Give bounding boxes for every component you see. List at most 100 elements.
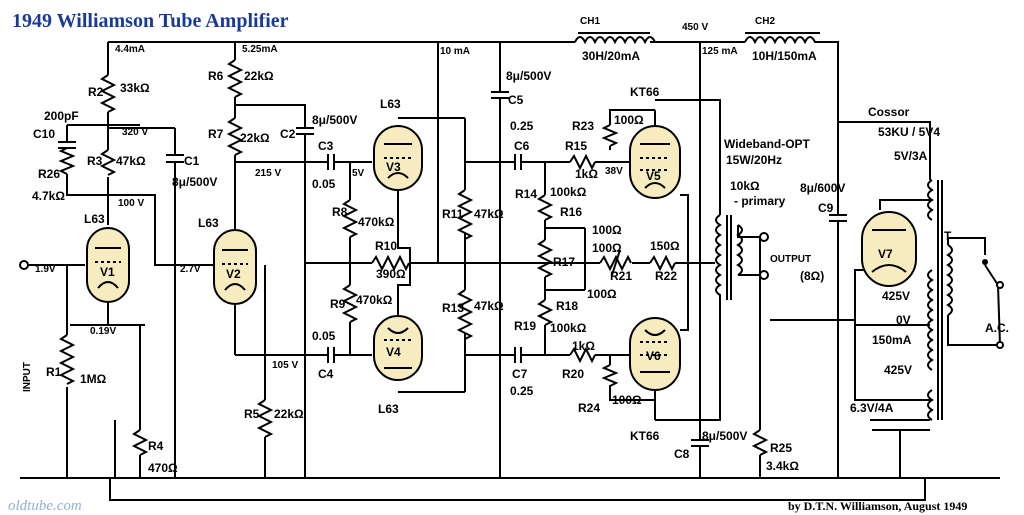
output-impedance: (8Ω)	[800, 269, 824, 283]
output-label: OUTPUT	[770, 254, 811, 265]
c1-ref: C1	[184, 154, 200, 168]
r16-ref: R16	[560, 205, 582, 219]
v3-ref: V3	[386, 160, 401, 174]
r1-ref: R1	[46, 365, 62, 379]
sec-150ma: 150mA	[872, 333, 912, 347]
output-wiring	[470, 42, 721, 440]
power-supply-wiring	[770, 122, 1004, 478]
label-105v: 105 V	[272, 360, 298, 371]
r19-ref: R19	[514, 319, 536, 333]
r23-value: 100Ω	[614, 113, 644, 127]
label-5v: 5V	[352, 168, 365, 179]
c6-ref: C6	[514, 139, 530, 153]
mains-label: A.C.	[985, 321, 1009, 335]
c8-capacitor	[691, 439, 709, 478]
c5-ref: C5	[508, 93, 524, 107]
r20-value: 1kΩ	[572, 339, 595, 353]
r8-value: 470kΩ	[358, 215, 395, 229]
v4-ref: V4	[386, 345, 401, 359]
input-label: INPUT	[22, 362, 33, 392]
r17-ref: R17	[553, 255, 575, 269]
r9-value: 470kΩ	[356, 293, 393, 307]
power-transformer-ref: T	[944, 229, 952, 243]
c10-value: 200pF	[44, 109, 79, 123]
v2-ref: V2	[226, 267, 241, 281]
v5-type: KT66	[630, 85, 660, 99]
r13-ref: R13	[442, 301, 464, 315]
r21-value: 100Ω	[592, 241, 622, 255]
opt-line4: - primary	[734, 194, 786, 208]
c9-ref: C9	[818, 201, 834, 215]
r4-value: 470Ω	[148, 461, 178, 475]
r10-ref: R10	[375, 239, 397, 253]
r2-value: 33kΩ	[120, 81, 150, 95]
c6-value: 0.25	[510, 119, 534, 133]
label-320v: 320 V	[122, 127, 148, 138]
r25-ref: R25	[770, 441, 792, 455]
label-1-9v: 1.9V	[35, 264, 56, 275]
choke-ch1	[574, 32, 660, 45]
choke-ch2	[744, 32, 820, 45]
r1-value: 1MΩ	[80, 372, 107, 386]
tube-v3	[373, 125, 423, 191]
v3-type: L63	[380, 97, 401, 111]
driver-wiring	[305, 42, 515, 393]
tube-v7	[861, 211, 917, 287]
label-215v: 215 V	[255, 168, 281, 179]
r24-ref: R24	[578, 401, 600, 415]
r3-ref: R3	[87, 154, 103, 168]
r3-value: 47kΩ	[116, 154, 146, 168]
label-4-4ma: 4.4mA	[115, 44, 145, 55]
tube-v6	[629, 317, 681, 391]
sec-425v-b: 425V	[884, 363, 912, 377]
rect-heater-label: 5V/3A	[894, 149, 928, 163]
r7-ref: R7	[208, 127, 224, 141]
label-450v: 450 V	[682, 22, 708, 33]
v5-ref: V5	[646, 169, 661, 183]
c3-ref: C3	[318, 139, 334, 153]
c10-ref: C10	[33, 127, 55, 141]
label-5-25ma: 5.25mA	[242, 44, 278, 55]
r18-ref: R18	[556, 299, 578, 313]
v1-type: L63	[84, 212, 105, 226]
c4-ref: C4	[318, 367, 334, 381]
sec-425v-a: 425V	[882, 289, 910, 303]
r26-ref: R26	[38, 167, 60, 181]
v7-type: Cossor	[868, 105, 910, 119]
r18-value: 100Ω	[587, 287, 617, 301]
c5-capacitor	[491, 42, 509, 478]
label-125ma: 125 mA	[702, 46, 738, 57]
c7-ref: C7	[512, 367, 528, 381]
r6-value: 22kΩ	[244, 69, 274, 83]
c9-value: 8μ/600V	[800, 181, 845, 195]
c5-value: 8μ/500V	[506, 69, 551, 83]
c4-value: 0.05	[312, 329, 336, 343]
r16-value: 100Ω	[592, 223, 622, 237]
output-transformer	[715, 214, 769, 478]
label-2-7v: 2.7V	[180, 264, 201, 275]
r23-ref: R23	[572, 119, 594, 133]
r15-ref: R15	[565, 139, 587, 153]
r4-ref: R4	[148, 439, 164, 453]
c1-value: 8μ/500V	[172, 175, 217, 189]
tube-v5	[629, 125, 681, 199]
r11-ref: R11	[442, 207, 464, 221]
v4-type: L63	[378, 402, 399, 416]
c8-ref: C8	[674, 447, 690, 461]
c7-value: 0.25	[510, 384, 534, 398]
ch1-value: 30H/20mA	[582, 49, 640, 63]
r22-value: 150Ω	[650, 239, 680, 253]
r5-value: 22kΩ	[274, 407, 304, 421]
r15-value: 1kΩ	[575, 167, 598, 181]
opt-line1: Wideband-OPT	[724, 137, 811, 151]
sec-0v: 0V	[896, 313, 911, 327]
r10-value: 390Ω	[376, 267, 406, 281]
sec-heater: 6.3V/4A	[850, 401, 894, 415]
r13-value: 47kΩ	[474, 299, 504, 313]
opt-line3: 10kΩ	[730, 179, 760, 193]
r21-ref: R21	[610, 269, 632, 283]
v6-ref: V6	[646, 349, 661, 363]
opt-line2: 15W/20Hz	[726, 153, 782, 167]
stage2-wiring	[226, 42, 320, 478]
supply-rails	[20, 41, 1000, 501]
